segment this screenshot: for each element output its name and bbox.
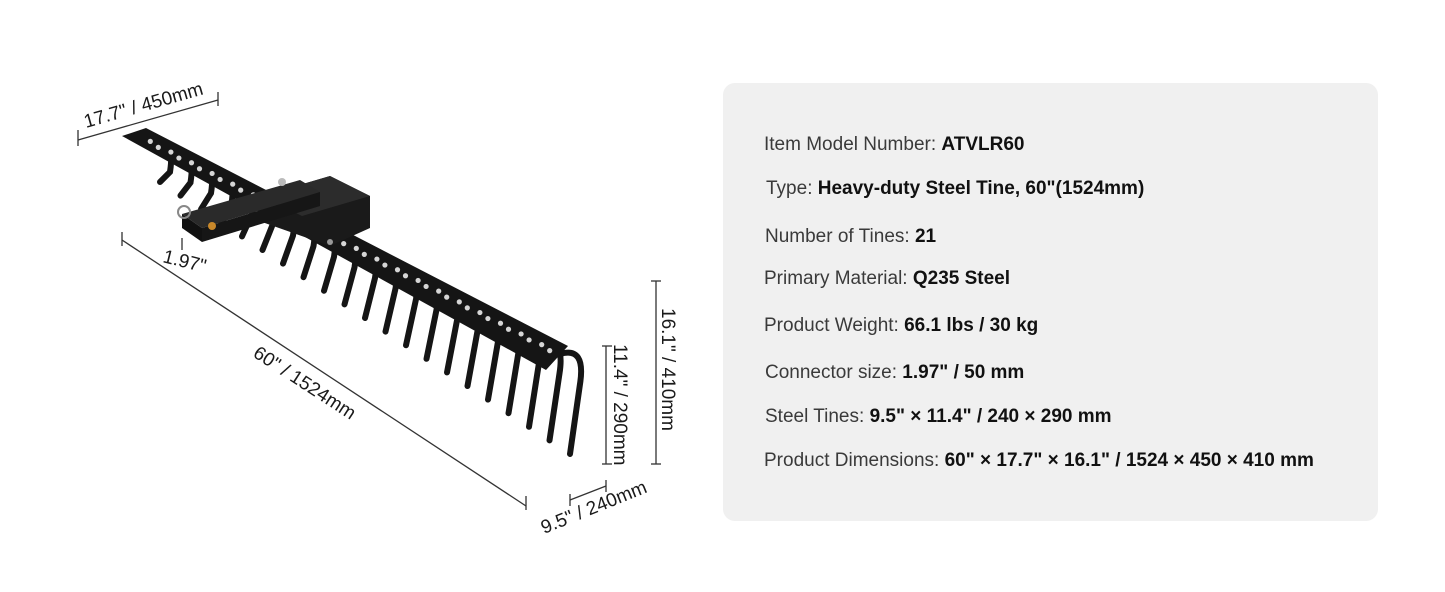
plate-hole bbox=[456, 299, 462, 305]
plate-hole bbox=[382, 262, 388, 268]
plate-hole bbox=[374, 256, 380, 262]
plate-hole bbox=[217, 176, 223, 183]
spec-value: 1.97" / 50 mm bbox=[902, 362, 1025, 383]
plate-hole bbox=[361, 251, 367, 257]
spec-value: 9.5" × 11.4" / 240 × 290 mm bbox=[869, 406, 1112, 427]
plate-hole bbox=[464, 305, 470, 311]
tine bbox=[557, 349, 584, 457]
spec-label: Connector size: bbox=[765, 362, 903, 383]
spec-row: Primary Material: Q235 Steel bbox=[764, 268, 1010, 290]
hitch-mount bbox=[177, 176, 370, 246]
plate-hole bbox=[547, 348, 553, 354]
plate-hole bbox=[147, 138, 153, 144]
dimension-length-label: 60" / 1524mm bbox=[249, 343, 359, 425]
spec-value: Heavy-duty Steel Tine, 60"(1524mm) bbox=[817, 178, 1145, 199]
dimension-width-label: 17.7" / 450mm bbox=[82, 79, 206, 133]
dimension-connector-label: 1.97" bbox=[161, 246, 209, 277]
spec-value: 21 bbox=[914, 226, 937, 247]
rake-body bbox=[122, 128, 584, 457]
plate-hole bbox=[341, 241, 347, 247]
plate-hole bbox=[394, 267, 401, 273]
spec-label: Type: bbox=[766, 178, 818, 199]
spec-label: Primary Material: bbox=[764, 268, 913, 289]
plate-hole bbox=[444, 294, 450, 300]
spec-value: 60" × 17.7" × 16.1" / 1524 × 450 × 410 m… bbox=[944, 450, 1314, 471]
plate-hole bbox=[238, 187, 244, 193]
spec-row: Item Model Number: ATVLR60 bbox=[764, 134, 1024, 156]
steel-tines bbox=[147, 137, 584, 457]
plate-hole bbox=[176, 155, 182, 161]
spec-value: Q235 Steel bbox=[912, 268, 1011, 289]
spec-label: Product Dimensions: bbox=[764, 450, 945, 471]
plate-hole bbox=[402, 273, 409, 279]
tine-bar-plate bbox=[122, 128, 568, 370]
plate-hole bbox=[497, 320, 504, 326]
plate-hole bbox=[353, 245, 359, 251]
spec-row: Product Dimensions: 60" × 17.7" × 16.1" … bbox=[764, 450, 1314, 472]
spec-label: Number of Tines: bbox=[765, 226, 915, 247]
dimension-lines bbox=[77, 92, 661, 510]
dimension-total-height-label: 16.1" / 410mm bbox=[657, 308, 678, 431]
plate-hole bbox=[539, 342, 545, 348]
plate-hole bbox=[436, 288, 442, 294]
plate-hole bbox=[423, 283, 429, 290]
spec-row: Type: Heavy-duty Steel Tine, 60"(1524mm) bbox=[766, 178, 1144, 200]
spec-row: Product Weight: 66.1 lbs / 30 kg bbox=[764, 315, 1038, 337]
spec-value: ATVLR60 bbox=[941, 134, 1025, 155]
plate-hole bbox=[505, 326, 512, 332]
product-illustration: 17.7" / 450mm 1.97" 60" / 1524mm 11.4" /… bbox=[77, 79, 678, 539]
plate-hole bbox=[415, 277, 421, 284]
dimension-tine-depth-label: 9.5" / 240mm bbox=[538, 477, 650, 539]
dimension-tine-height-label: 11.4" / 290mm bbox=[609, 344, 630, 466]
plate-hole bbox=[485, 315, 491, 322]
spec-value: 66.1 lbs / 30 kg bbox=[904, 315, 1039, 336]
spec-label: Steel Tines: bbox=[765, 406, 870, 427]
plate-hole bbox=[188, 160, 195, 166]
spec-row: Number of Tines: 21 bbox=[765, 226, 936, 248]
spec-label: Item Model Number: bbox=[764, 134, 942, 155]
plate-hole bbox=[477, 309, 483, 316]
plate-hole bbox=[168, 149, 174, 155]
spec-row: Steel Tines: 9.5" × 11.4" / 240 × 290 mm bbox=[765, 406, 1112, 428]
plate-hole bbox=[518, 331, 524, 337]
plate-hole bbox=[526, 337, 532, 343]
plate-hole bbox=[209, 170, 215, 177]
plate-hole bbox=[196, 166, 203, 172]
plate-hole bbox=[230, 181, 236, 187]
plate-hole bbox=[155, 144, 161, 150]
spec-row: Connector size: 1.97" / 50 mm bbox=[765, 362, 1024, 384]
spec-label: Product Weight: bbox=[764, 315, 905, 336]
